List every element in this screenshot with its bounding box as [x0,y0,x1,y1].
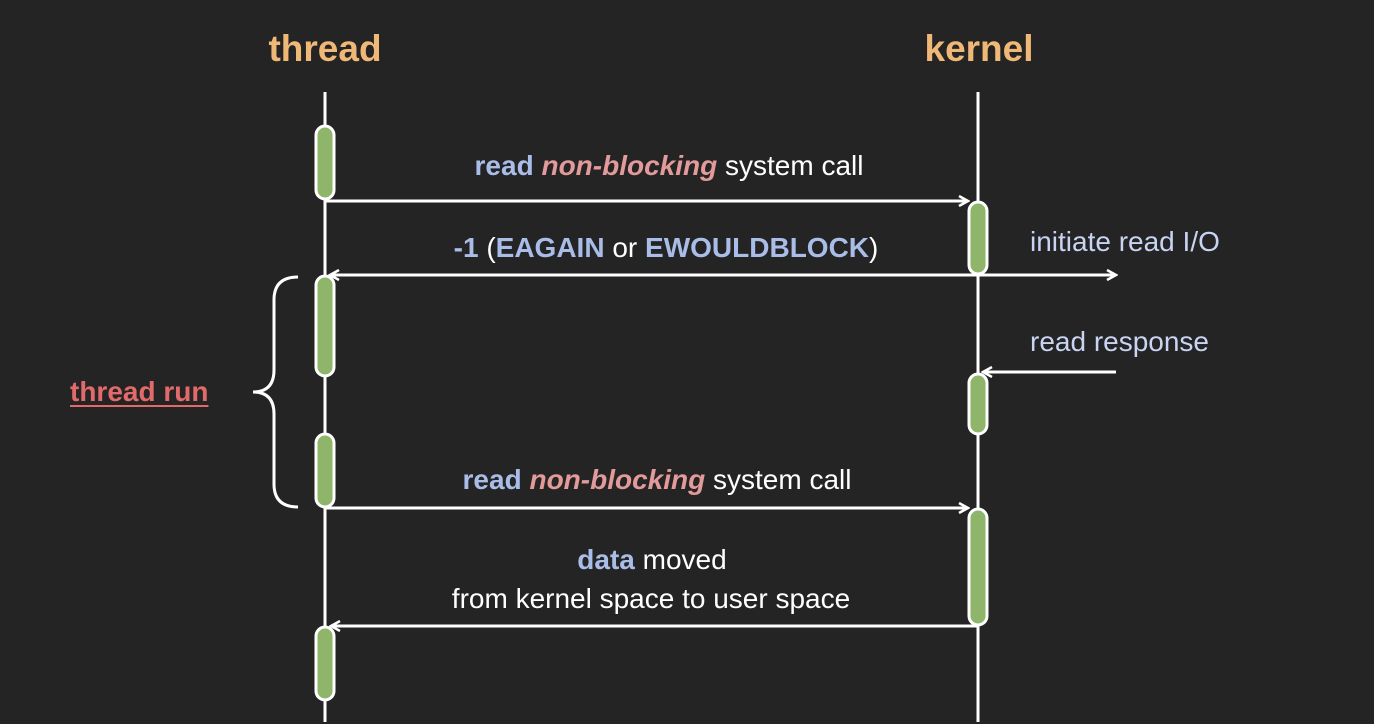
kernel-header: kernel [924,28,1034,69]
close-paren: ) [869,232,879,263]
label-eagain-return: -1 (EAGAIN or EWOULDBLOCK) [454,232,879,264]
eagain-keyword: EAGAIN [495,232,605,263]
thread-activation-4 [314,625,336,702]
non-blocking-keyword: non-blocking [529,464,706,495]
thread-activation-2 [314,274,336,378]
non-blocking-keyword: non-blocking [541,150,718,181]
initiate-read-io-label: initiate read I/O [1030,226,1220,257]
moved-text: moved [642,544,727,575]
read-keyword: read [462,464,522,495]
kernel-activation-2 [967,372,989,436]
system-call-text: system call [725,150,864,181]
kernel-activation-1 [967,200,989,276]
kernel-activation-3 [967,507,989,627]
label-read-call-1: read non-blocking system call [475,150,864,182]
thread-run-brace [252,275,299,509]
return-code: -1 [453,232,479,263]
or-text: or [612,232,638,263]
thread-header: thread [268,28,382,69]
label-data-moved: data moved [577,544,726,576]
thread-run-label: thread run [70,376,209,407]
read-response-label: read response [1030,326,1210,357]
label-kernel-to-user: from kernel space to user space [451,583,851,614]
thread-activation-3 [314,432,336,509]
thread-activation-1 [314,124,336,201]
open-paren: ( [486,232,496,263]
label-read-call-2: read non-blocking system call [463,464,852,496]
data-keyword: data [577,544,635,575]
system-call-text: system call [713,464,852,495]
ewouldblock-keyword: EWOULDBLOCK [645,232,870,263]
read-keyword: read [474,150,534,181]
